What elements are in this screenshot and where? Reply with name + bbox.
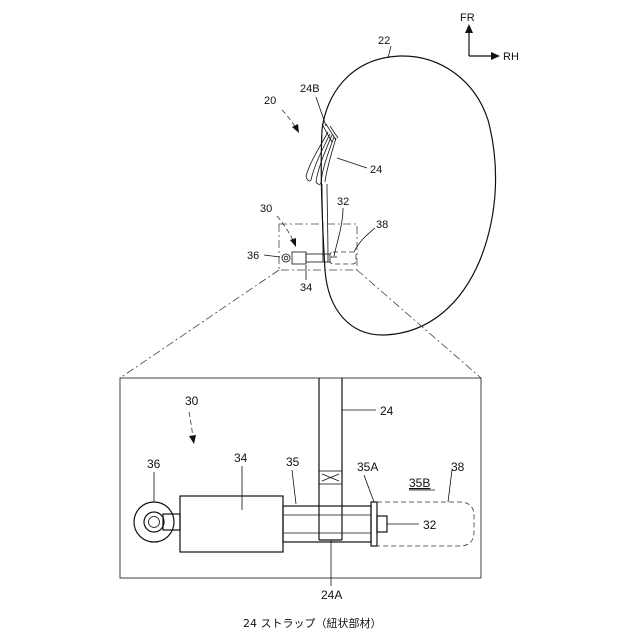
rod-end-plate [371, 502, 377, 546]
detail-frame-small [279, 224, 357, 270]
actuator-label-detail: 34 [234, 451, 248, 465]
cover-detail-leader [448, 470, 452, 502]
rod-label-detail: 35 [286, 455, 300, 469]
anchor-detail-inner [144, 512, 164, 532]
strap-leader [337, 158, 367, 168]
actuator-label-top: 34 [300, 282, 312, 294]
right-label: RH [503, 51, 519, 63]
actuator-detail [180, 496, 283, 552]
anchor-label-detail: 36 [147, 457, 161, 471]
unit-arrow-head-top [290, 238, 296, 247]
airbag-label: 22 [378, 35, 390, 47]
strap-label-detail: 24 [380, 404, 394, 418]
device-arrow [282, 110, 296, 128]
rod-top [306, 254, 330, 262]
strap-line-right [327, 184, 328, 262]
forward-label: FR [460, 12, 475, 24]
forward-arrow-head [465, 24, 473, 33]
cover-label-top: 38 [376, 219, 388, 231]
anchor-top [282, 254, 290, 262]
rod-detail-leader [292, 470, 296, 504]
anchor-label-top: 36 [247, 250, 259, 262]
unit-label-detail: 30 [185, 394, 199, 408]
unit-arrow-head-detail [189, 435, 196, 444]
strap-end-label: 24B [300, 83, 320, 95]
cover-top [330, 252, 356, 264]
strap-label: 24 [370, 164, 382, 176]
pin-top-leader [334, 208, 343, 256]
strap-end-leader [316, 97, 326, 126]
anchor-detail-hole [149, 517, 160, 528]
unit-arrow-detail [189, 412, 193, 438]
anchor-detail-neck [163, 514, 180, 530]
rod-end-b-label: 35B [409, 476, 430, 490]
rod-detail-body [283, 506, 371, 542]
unit-arrow-top [277, 216, 294, 242]
rod-end-a-leader [364, 475, 374, 502]
pin-label-top: 32 [337, 196, 349, 208]
direction-indicator: FR RH [460, 12, 519, 63]
anchor-top-hole [284, 256, 288, 260]
figure-caption: 24 ストラップ（紐状部材） [243, 616, 382, 630]
anchor-top-leader [264, 255, 280, 257]
anchor-detail [134, 502, 174, 542]
airbag-leader [388, 46, 391, 58]
projection-left [120, 270, 279, 378]
rod-end-a-label: 35A [357, 460, 378, 474]
projection-right [357, 270, 481, 378]
rod-tip [377, 516, 387, 532]
strap-stitch-cross [322, 474, 339, 481]
right-arrow-head [491, 52, 500, 60]
strap-end-a-label: 24A [321, 588, 342, 602]
actuator-top [292, 252, 306, 264]
device-label: 20 [264, 95, 276, 107]
device-arrow-head [292, 124, 299, 133]
cover-label-detail: 38 [451, 460, 465, 474]
pin-label-detail: 32 [423, 518, 437, 532]
unit-label-top: 30 [260, 203, 272, 215]
